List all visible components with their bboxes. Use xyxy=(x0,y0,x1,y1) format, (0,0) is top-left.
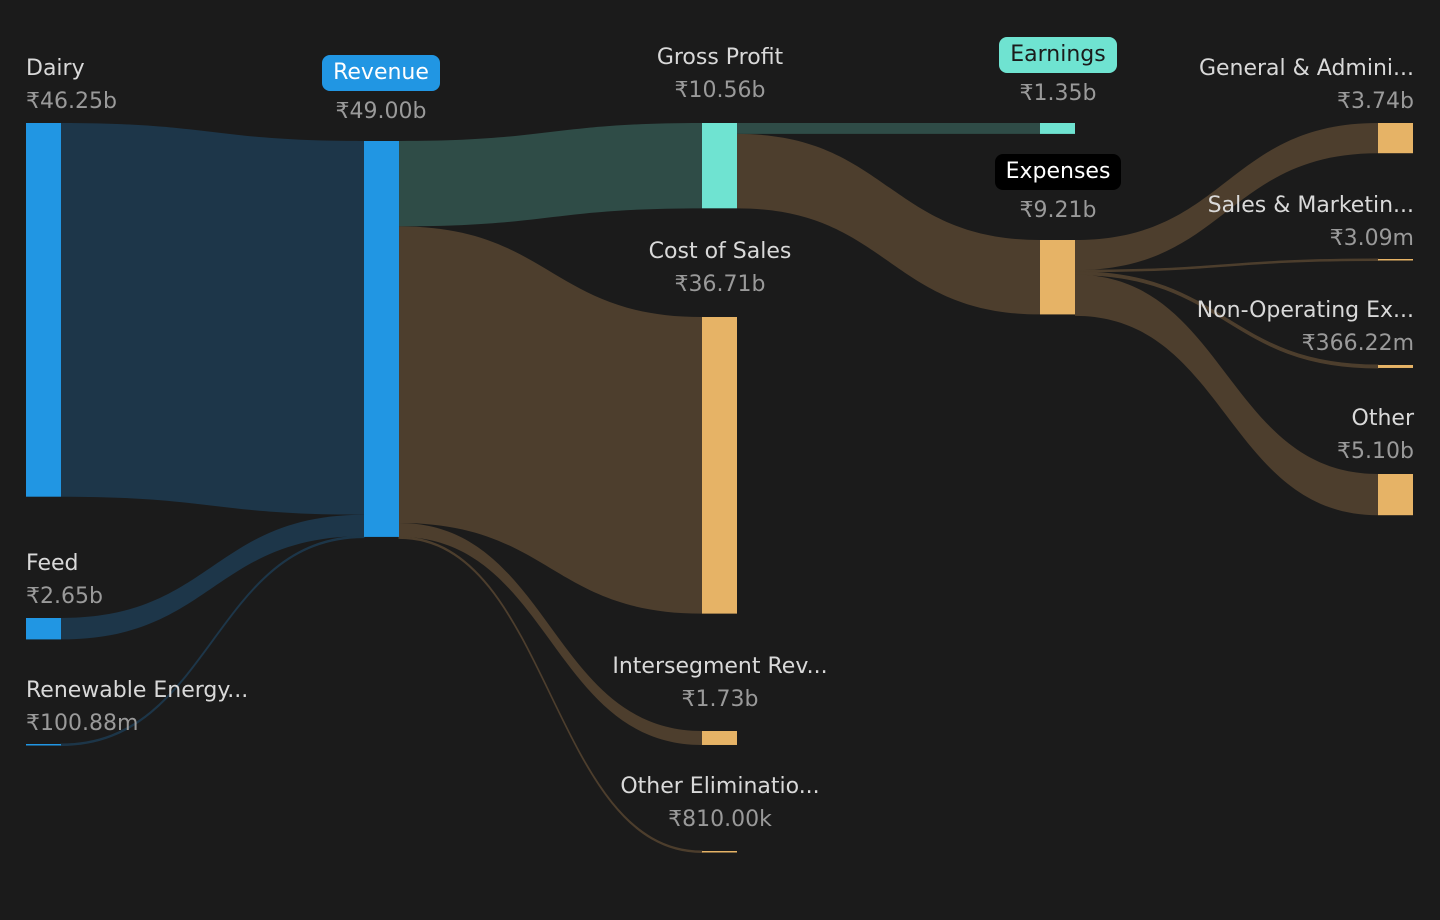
node-name-other-eliminations: Other Eliminatio... xyxy=(620,774,820,799)
node-feed xyxy=(26,618,61,640)
link-revenue-to-gross_profit xyxy=(399,123,702,227)
node-other_elim xyxy=(702,851,737,853)
node-name-renewable: Renewable Energy... xyxy=(26,678,249,703)
node-earnings xyxy=(1040,123,1075,134)
node-value-other-eliminations: ₹810.00k xyxy=(668,807,772,832)
node-value-earnings: ₹1.35b xyxy=(1019,81,1097,106)
node-name-expenses: Expenses xyxy=(994,154,1122,190)
node-name-earnings: Earnings xyxy=(999,37,1117,73)
label-other: Other ₹5.10b xyxy=(1337,406,1414,465)
label-earnings: Earnings ₹1.35b xyxy=(958,37,1158,107)
node-other xyxy=(1378,474,1413,516)
nodes-layer xyxy=(26,123,1413,853)
node-name-gna: General & Admini... xyxy=(1198,56,1414,81)
node-snm xyxy=(1378,259,1413,261)
node-renewable xyxy=(26,744,61,746)
node-value-revenue: ₹49.00b xyxy=(335,99,427,124)
node-name-feed: Feed xyxy=(26,551,79,576)
label-renewable: Renewable Energy... ₹100.88m xyxy=(26,678,248,737)
node-name-nonop: Non-Operating Ex... xyxy=(1196,298,1414,323)
node-nonop xyxy=(1378,365,1413,368)
label-dairy: Dairy ₹46.25b xyxy=(26,56,117,115)
label-feed: Feed ₹2.65b xyxy=(26,551,103,610)
link-revenue-to-intersegment xyxy=(399,522,702,745)
node-name-cost-of-sales: Cost of Sales xyxy=(648,239,792,264)
node-name-gross-profit: Gross Profit xyxy=(656,45,784,70)
label-nonop: Non-Operating Ex... ₹366.22m xyxy=(1197,298,1414,357)
label-gross-profit: Gross Profit ₹10.56b xyxy=(620,45,820,104)
link-gross_profit-to-expenses xyxy=(737,133,1040,315)
node-name-snm: Sales & Marketin... xyxy=(1207,193,1414,218)
label-gna: General & Admini... ₹3.74b xyxy=(1199,56,1414,115)
node-gna xyxy=(1378,123,1413,154)
links-layer xyxy=(60,123,1379,854)
label-cost-of-sales: Cost of Sales ₹36.71b xyxy=(620,239,820,298)
node-name-other: Other xyxy=(1351,406,1414,431)
node-dairy xyxy=(26,123,61,497)
node-value-other: ₹5.10b xyxy=(1337,439,1414,464)
link-revenue-to-cost_of_sales xyxy=(399,226,702,614)
label-other-eliminations: Other Eliminatio... ₹810.00k xyxy=(600,774,840,833)
node-gross_profit xyxy=(702,123,737,209)
node-name-revenue: Revenue xyxy=(322,55,440,91)
node-value-snm: ₹3.09m xyxy=(1329,226,1414,251)
node-cost_of_sales xyxy=(702,317,737,614)
node-value-feed: ₹2.65b xyxy=(26,584,103,609)
node-intersegment xyxy=(702,731,737,745)
node-revenue xyxy=(364,141,399,537)
label-expenses: Expenses ₹9.21b xyxy=(958,154,1158,224)
label-snm: Sales & Marketin... ₹3.09m xyxy=(1208,193,1414,252)
link-feed-to-revenue xyxy=(61,514,364,640)
node-value-nonop: ₹366.22m xyxy=(1301,331,1414,356)
label-intersegment: Intersegment Rev... ₹1.73b xyxy=(600,654,840,713)
node-value-gross-profit: ₹10.56b xyxy=(674,78,766,103)
link-renewable-to-revenue xyxy=(60,535,365,747)
node-value-renewable: ₹100.88m xyxy=(26,711,139,736)
link-gross_profit-to-earnings xyxy=(737,123,1040,134)
node-name-dairy: Dairy xyxy=(26,56,85,81)
node-value-gna: ₹3.74b xyxy=(1337,89,1414,114)
node-name-intersegment: Intersegment Rev... xyxy=(612,654,828,679)
node-value-expenses: ₹9.21b xyxy=(1019,198,1097,223)
link-expenses-to-other xyxy=(1075,274,1378,516)
label-revenue: Revenue ₹49.00b xyxy=(281,55,481,125)
node-value-dairy: ₹46.25b xyxy=(26,89,117,114)
node-value-intersegment: ₹1.73b xyxy=(681,687,759,712)
node-expenses xyxy=(1040,240,1075,315)
link-expenses-to-gna xyxy=(1075,123,1378,271)
node-value-cost-of-sales: ₹36.71b xyxy=(674,272,766,297)
link-dairy-to-revenue xyxy=(61,123,364,515)
